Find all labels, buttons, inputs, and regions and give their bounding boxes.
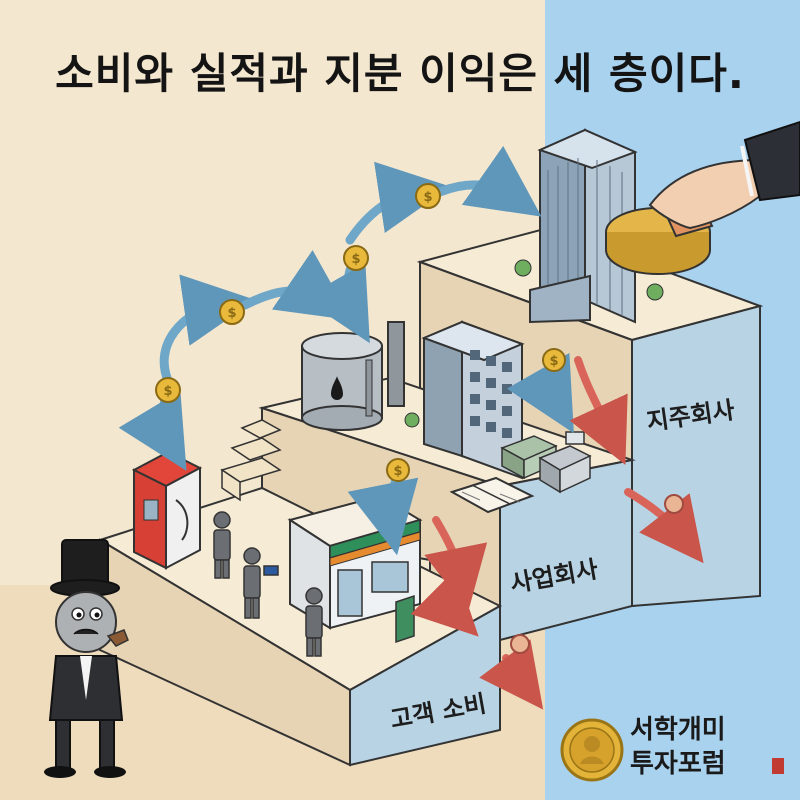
coin-icon <box>343 245 369 271</box>
logo-line1: 서학개미 <box>630 715 726 745</box>
shoppers <box>213 511 323 657</box>
coin-icon <box>219 299 245 325</box>
gold-coins <box>155 183 684 654</box>
coin-symbols: $ $ $ $ $ $ <box>163 190 558 479</box>
coin-icon <box>415 183 441 209</box>
svg-text:$: $ <box>423 190 432 205</box>
svg-text:$: $ <box>549 354 558 369</box>
coin-icon <box>664 494 684 514</box>
ledger-book <box>449 476 535 514</box>
stairs <box>220 419 282 502</box>
coin-icon <box>510 634 530 654</box>
svg-text:$: $ <box>163 384 172 399</box>
svg-text:$: $ <box>227 306 236 321</box>
coin-icon <box>155 377 181 403</box>
svg-text:$: $ <box>393 464 402 479</box>
pie-chart-hand <box>605 120 800 275</box>
coin-icon <box>542 348 566 372</box>
logo-line2: 투자포럼 <box>630 749 726 779</box>
forum-logo: 서학개미 투자포럼 <box>560 715 784 782</box>
svg-text:$: $ <box>351 252 360 267</box>
gas-pump <box>131 450 203 570</box>
page-title: 소비와 실적과 지분 이익은 세 층이다. <box>55 49 745 98</box>
outflow-arrows <box>410 356 704 710</box>
cash-registers <box>500 431 592 494</box>
mascot-investor <box>44 539 129 778</box>
seal-stamp-icon <box>772 758 784 774</box>
coin-icon <box>386 458 410 482</box>
coin-flow-arrows <box>118 145 574 556</box>
